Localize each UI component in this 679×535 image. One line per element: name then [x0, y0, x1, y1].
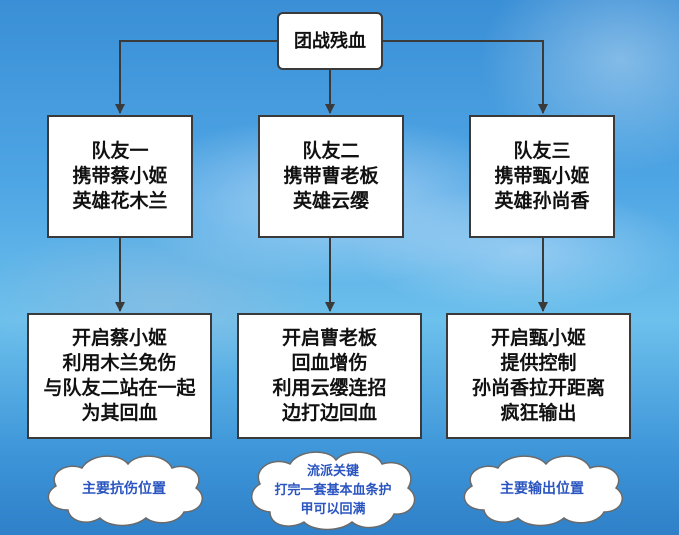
action-2-line-2: 回血增伤 — [291, 352, 368, 374]
action-3-line-1: 开启甄小姬 — [490, 327, 586, 349]
action-1-line-1: 开启蔡小姬 — [71, 327, 167, 349]
teammate-box-1: 队友一 携带蔡小姬 英雄花木兰 — [47, 115, 193, 238]
cloud-note-2: 流派关键 打完一套基本血条护 甲可以回满 — [244, 448, 422, 532]
cloud-2-line-1: 流派关键 — [306, 463, 359, 479]
action-3-line-2: 提供控制 — [500, 352, 577, 374]
teammate-1-line-3: 英雄花木兰 — [72, 190, 168, 212]
action-box-1: 开启蔡小姬 利用木兰免伤 与队友二站在一起 为其回血 — [27, 313, 212, 439]
connector-root-right — [383, 40, 548, 114]
teammate-3-line-3: 英雄孙尚香 — [494, 190, 590, 212]
cloud-note-1: 主要抗伤位置 — [38, 450, 210, 528]
cloud-3-line-1: 主要输出位置 — [500, 481, 584, 497]
action-1-line-2: 利用木兰免伤 — [62, 352, 177, 374]
teammate-3-line-2: 携带甄小姬 — [494, 165, 590, 187]
action-2-line-4: 边打边回血 — [281, 402, 377, 424]
action-1-line-4: 为其回血 — [81, 402, 158, 424]
cloud-2-line-3: 甲可以回满 — [300, 501, 366, 517]
teammate-1-line-2: 携带蔡小姬 — [72, 165, 168, 187]
teammate-3-line-1: 队友三 — [513, 140, 571, 162]
teammate-2-line-1: 队友二 — [302, 140, 360, 162]
cloud-shape-1 — [47, 455, 203, 527]
teammate-2-line-2: 携带曹老板 — [283, 165, 379, 187]
teammate-box-3: 队友三 携带甄小姬 英雄孙尚香 — [469, 115, 615, 238]
action-2-line-1: 开启曹老板 — [281, 327, 377, 349]
action-1-line-3: 与队友二站在一起 — [43, 377, 196, 399]
teammate-2-line-3: 英雄云缨 — [292, 190, 369, 212]
cloud-shape-2 — [250, 451, 416, 531]
root-node: 团战残血 — [277, 12, 383, 70]
action-box-2: 开启曹老板 回血增伤 利用云缨连招 边打边回血 — [237, 313, 422, 439]
connector-root-left — [115, 40, 277, 114]
cloud-2-line-2: 打完一套基本血条护 — [274, 482, 392, 498]
cloud-shape-3 — [463, 455, 623, 527]
teammate-box-2: 队友二 携带曹老板 英雄云缨 — [258, 115, 404, 238]
teammate-1-line-1: 队友一 — [91, 140, 149, 162]
cloud-1-line-1: 主要抗伤位置 — [82, 481, 166, 497]
action-3-line-3: 孙尚香拉开距离 — [471, 377, 605, 399]
action-2-line-3: 利用云缨连招 — [272, 377, 387, 399]
action-3-line-4: 疯狂输出 — [500, 402, 577, 424]
cloud-note-3: 主要输出位置 — [454, 450, 630, 528]
action-box-3: 开启甄小姬 提供控制 孙尚香拉开距离 疯狂输出 — [446, 313, 631, 439]
root-label: 团战残血 — [294, 30, 366, 52]
